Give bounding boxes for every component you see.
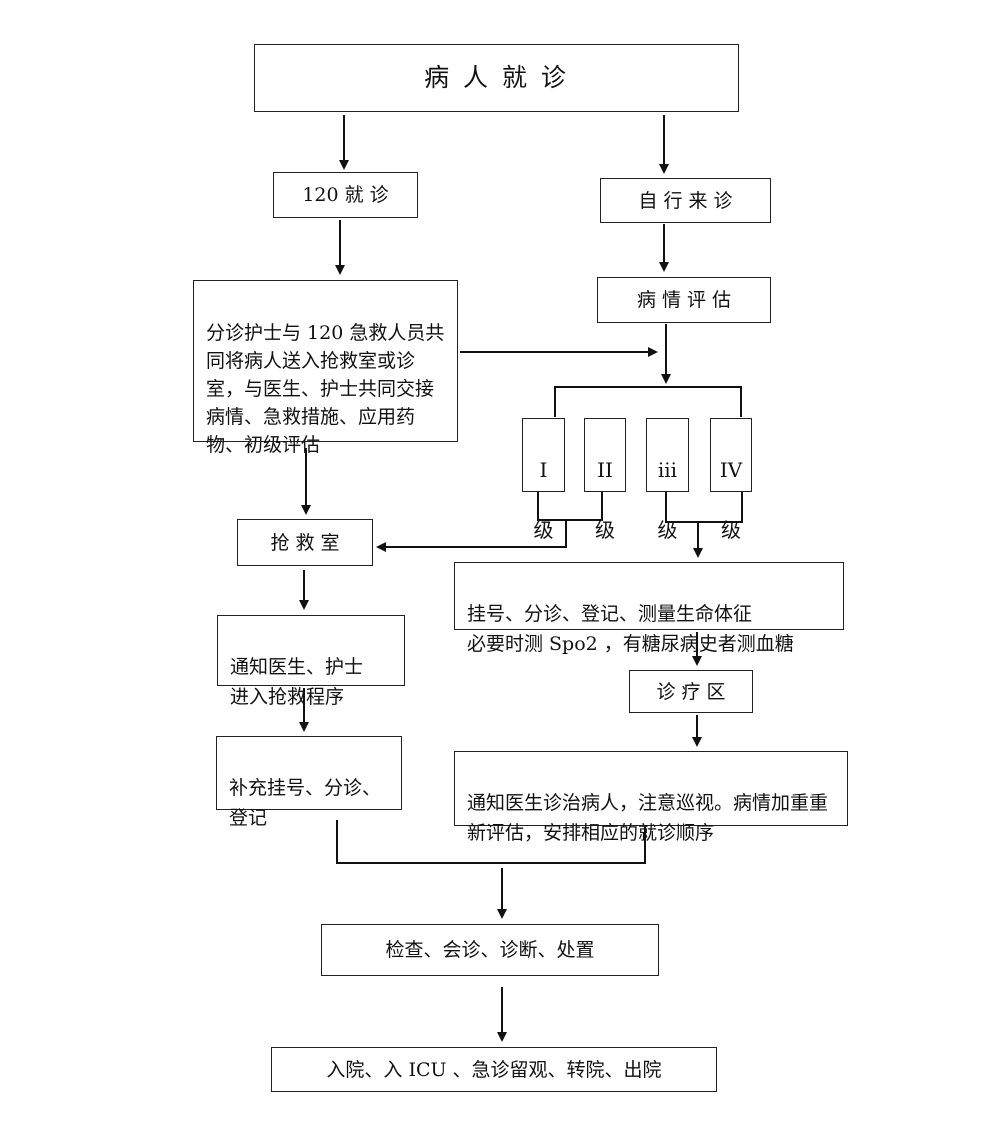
self-arrival-label: 自 行 来 诊: [638, 189, 733, 212]
resus-room-box: 抢 救 室: [237, 519, 373, 566]
level-1-roman: I: [539, 458, 548, 482]
level-2-box: II 级: [584, 418, 626, 542]
resus-room-label: 抢 救 室: [270, 531, 340, 554]
supplement-register-label: 补充挂号、分诊、 登记: [229, 777, 382, 829]
notify-resus-label: 通知医生、护士 进入抢救程序: [230, 656, 364, 708]
level-4-roman: IV: [719, 458, 743, 482]
register-vitals-box: 挂号、分诊、登记、测量生命体征 必要时测 Spo2 ，有糖尿病史者测血糖: [454, 562, 844, 655]
condition-assessment-box: 病 情 评 估: [597, 277, 771, 323]
ambulance-120-box: 120 就 诊: [273, 172, 418, 218]
handover-label: 分诊护士与 120 急救人员共同将病人送入抢救室或诊室，与医生、护士共同交接病情…: [206, 322, 445, 456]
patient-visit-box: 病 人 就 诊: [254, 44, 739, 112]
level-1-unit: 级: [533, 518, 554, 542]
level-4-box: IV 级: [710, 418, 752, 542]
level-2-roman: II: [597, 458, 613, 482]
self-arrival-box: 自 行 来 诊: [600, 178, 771, 223]
disposition-label: 入院、入 ICU 、急诊留观、转院、出院: [326, 1058, 662, 1081]
notify-resus-box: 通知医生、护士 进入抢救程序: [217, 615, 405, 708]
level-1-box: I 级: [522, 418, 565, 542]
ambulance-120-label: 120 就 诊: [302, 184, 389, 206]
register-vitals-label: 挂号、分诊、登记、测量生命体征 必要时测 Spo2 ，有糖尿病史者测血糖: [467, 603, 794, 655]
handover-box: 分诊护士与 120 急救人员共同将病人送入抢救室或诊室，与医生、护士共同交接病情…: [193, 280, 458, 456]
supplement-register-box: 补充挂号、分诊、 登记: [216, 736, 402, 829]
exam-consult-label: 检查、会诊、诊断、处置: [385, 939, 595, 961]
level-3-unit: 级: [657, 518, 678, 542]
clinic-area-label: 诊 疗 区: [656, 680, 726, 703]
notify-treat-box: 通知医生诊治病人，注意巡视。病情加重重新评估，安排相应的就诊顺序: [454, 751, 848, 844]
level-4-unit: 级: [721, 518, 741, 542]
levels-top-bracket: [554, 386, 742, 417]
level-2-unit: 级: [595, 518, 615, 542]
exam-consult-box: 检查、会诊、诊断、处置: [321, 924, 659, 976]
level-3-roman: iii: [657, 458, 678, 482]
clinic-area-box: 诊 疗 区: [629, 670, 753, 713]
level-3-box: iii 级: [646, 418, 689, 542]
notify-treat-label: 通知医生诊治病人，注意巡视。病情加重重新评估，安排相应的就诊顺序: [467, 792, 829, 844]
condition-assessment-label: 病 情 评 估: [636, 289, 732, 311]
patient-visit-label: 病 人 就 诊: [424, 63, 569, 92]
disposition-box: 入院、入 ICU 、急诊留观、转院、出院: [271, 1047, 717, 1092]
